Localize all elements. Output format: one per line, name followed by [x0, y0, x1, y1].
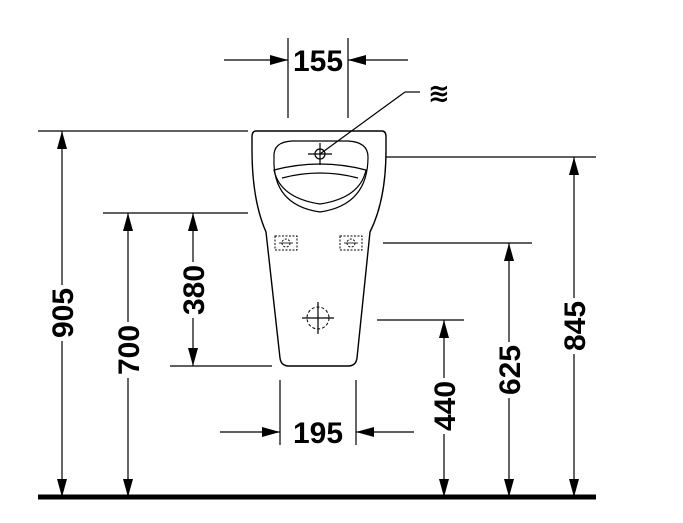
left-fixing-point-icon: [274, 235, 298, 251]
dim-bottom-width: 195: [220, 380, 414, 450]
water-inlet-icon: ≋: [428, 79, 450, 109]
dim-rim-top: 845: [386, 156, 596, 497]
dim-total-height-value: 905: [47, 288, 80, 338]
outlet-crosshair-icon: [302, 302, 334, 334]
dim-total-height: 905: [38, 130, 248, 497]
dim-top-width-value: 155: [293, 45, 343, 78]
dim-inlet-height-value: 625: [494, 345, 527, 395]
dim-rim-height: 700: [103, 212, 248, 497]
bowl-lip: [281, 172, 359, 179]
dim-rim-top-value: 845: [559, 301, 592, 351]
dim-outlet-height-value: 440: [429, 381, 462, 431]
dim-inlet-height: 625: [383, 242, 532, 497]
bowl-outer-rim: [273, 140, 369, 213]
dim-rim-height-value: 700: [113, 325, 146, 375]
dim-outlet-height: 440: [377, 319, 464, 497]
dim-inner-height: 380: [170, 213, 272, 367]
dim-top-width: 155: [224, 38, 408, 118]
dim-inner-height-value: 380: [178, 265, 211, 315]
urinal-body: [251, 130, 387, 367]
dim-bottom-width-value: 195: [293, 417, 343, 450]
urinal-outline: [251, 130, 387, 367]
bowl-inner: [273, 163, 367, 205]
right-fixing-point-icon: [339, 235, 363, 251]
inlet-leader: ≋: [319, 79, 450, 155]
